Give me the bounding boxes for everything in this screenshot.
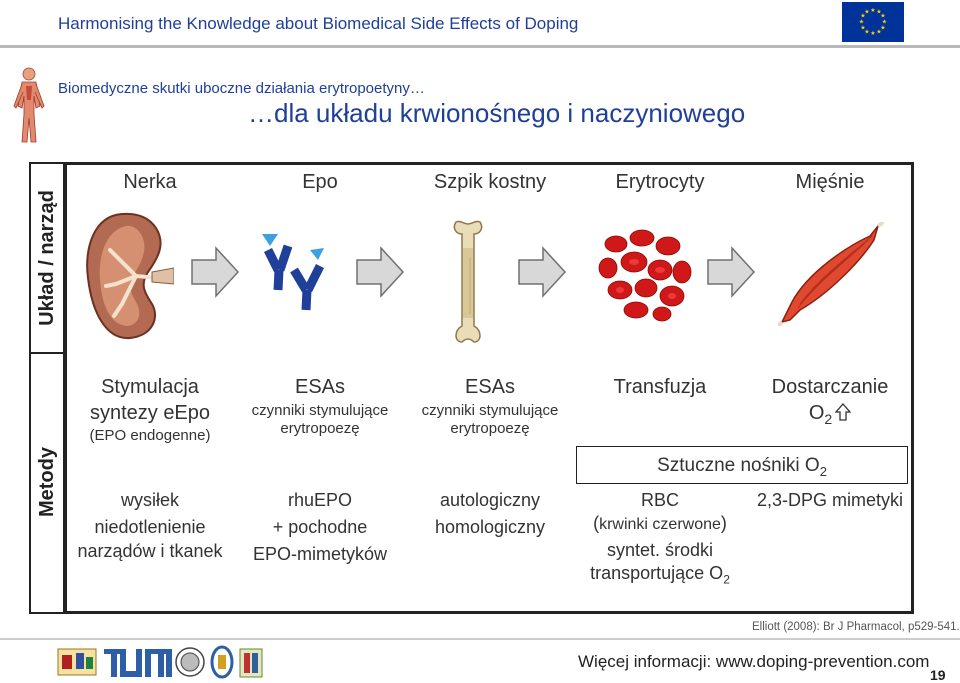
detail-dpg-mimetyki: 2,3-DPG mimetyki xyxy=(756,490,904,510)
flow-arrow-1 xyxy=(191,246,240,298)
subtitle-topic: Biomedyczne skutki uboczne działania ery… xyxy=(58,80,425,97)
seal-logo-icon xyxy=(175,647,205,677)
footer-divider xyxy=(0,638,960,640)
kidney-icon xyxy=(86,212,174,340)
epo-receptor-icon xyxy=(262,234,325,311)
detail-syntet-srodki: syntet. środki xyxy=(606,540,714,560)
svg-text:★: ★ xyxy=(860,13,865,20)
detail-wysilek: wysiłek xyxy=(120,490,179,510)
detail-transportujace: transportujące O2 xyxy=(590,563,730,587)
erythrocytes-icon xyxy=(598,229,692,322)
detail-niedotlenienie: niedotlenienie xyxy=(94,517,206,537)
page-number: 19 xyxy=(930,667,946,683)
row-label-organ: Układ / narząd xyxy=(36,190,58,326)
artificial-carriers-label: Sztuczne nośniki O2 xyxy=(657,455,827,479)
eu-flag-icon: ★★★ ★★★ ★★★ ★★★ xyxy=(842,2,904,42)
svg-text:★: ★ xyxy=(864,9,869,16)
crest-logo-icon xyxy=(57,648,97,676)
up-arrow-icon xyxy=(834,403,852,421)
svg-text:★: ★ xyxy=(880,13,885,20)
detail-rbc: RBC xyxy=(640,490,679,510)
flow-arrow-2 xyxy=(356,246,405,298)
detail-pochodne: + pochodne xyxy=(272,517,368,537)
method-epo-endogenne: (EPO endogenne) xyxy=(89,427,211,444)
svg-text:★: ★ xyxy=(864,29,869,36)
institute-logo-icon xyxy=(239,648,263,678)
svg-text:★: ★ xyxy=(870,30,875,37)
more-info-link[interactable]: Więcej informacji: www.doping-prevention… xyxy=(578,652,930,671)
method-czynniki-1: czynniki stymulujące xyxy=(251,402,389,419)
row-label-methods: Metody xyxy=(36,447,58,517)
detail-rhuepo: rhuEPO xyxy=(287,490,353,510)
svg-text:★: ★ xyxy=(876,9,881,16)
svg-text:★: ★ xyxy=(876,29,881,36)
svg-text:★: ★ xyxy=(880,25,885,32)
column-header-epo: Epo xyxy=(302,171,338,193)
detail-homologiczny: homologiczny xyxy=(434,517,546,537)
flow-arrow-4 xyxy=(707,246,756,298)
svg-text:★: ★ xyxy=(860,25,865,32)
column-header-erytrocyty: Erytrocyty xyxy=(615,171,705,193)
subtitle-system: …dla układu krwionośnego i naczyniowego xyxy=(248,98,746,128)
row-label-divider xyxy=(29,352,65,354)
method-esas-1: ESAs xyxy=(294,376,346,398)
header-divider xyxy=(0,45,960,48)
svg-text:★: ★ xyxy=(859,19,864,26)
bone-icon xyxy=(453,220,483,343)
method-czynniki-2: czynniki stymulujące xyxy=(421,402,559,419)
artificial-carriers-box xyxy=(576,446,908,484)
method-esas-2: ESAs xyxy=(464,376,516,398)
method-erytropoeze-2: erytropoezę xyxy=(450,420,530,437)
detail-epo-mimetykow: EPO-mimetyków xyxy=(252,544,387,564)
header-title: Harmonising the Knowledge about Biomedic… xyxy=(58,14,579,33)
diagram-frame xyxy=(64,162,914,614)
muscle-icon xyxy=(778,222,884,326)
column-header-nerka: Nerka xyxy=(123,171,177,193)
method-erytropoeze-1: erytropoezę xyxy=(280,420,360,437)
column-header-szpik: Szpik kostny xyxy=(433,171,547,193)
detail-autologiczny: autologiczny xyxy=(439,490,541,510)
method-dostarczanie: Dostarczanie xyxy=(771,376,889,398)
tum-logo-icon xyxy=(104,649,172,677)
method-stymulacja: Stymulacja xyxy=(101,376,199,398)
detail-krwinki: (krwinki czerwone) xyxy=(593,513,727,533)
partner-logos xyxy=(57,645,263,679)
flow-arrow-3 xyxy=(518,246,567,298)
university-logo-icon xyxy=(210,645,234,679)
method-synteza: syntezy eEpo xyxy=(89,402,211,424)
method-o2: O2 xyxy=(750,402,910,427)
method-transfuzja: Transfuzja xyxy=(613,376,707,398)
svg-text:★: ★ xyxy=(870,7,875,14)
column-header-miesnie: Mięśnie xyxy=(795,171,865,193)
citation: Elliott (2008): Br J Pharmacol, p529-541… xyxy=(752,621,960,633)
detail-narzadow: narządów i tkanek xyxy=(77,541,223,561)
human-anatomy-icon xyxy=(13,67,45,143)
svg-text:★: ★ xyxy=(882,19,887,26)
